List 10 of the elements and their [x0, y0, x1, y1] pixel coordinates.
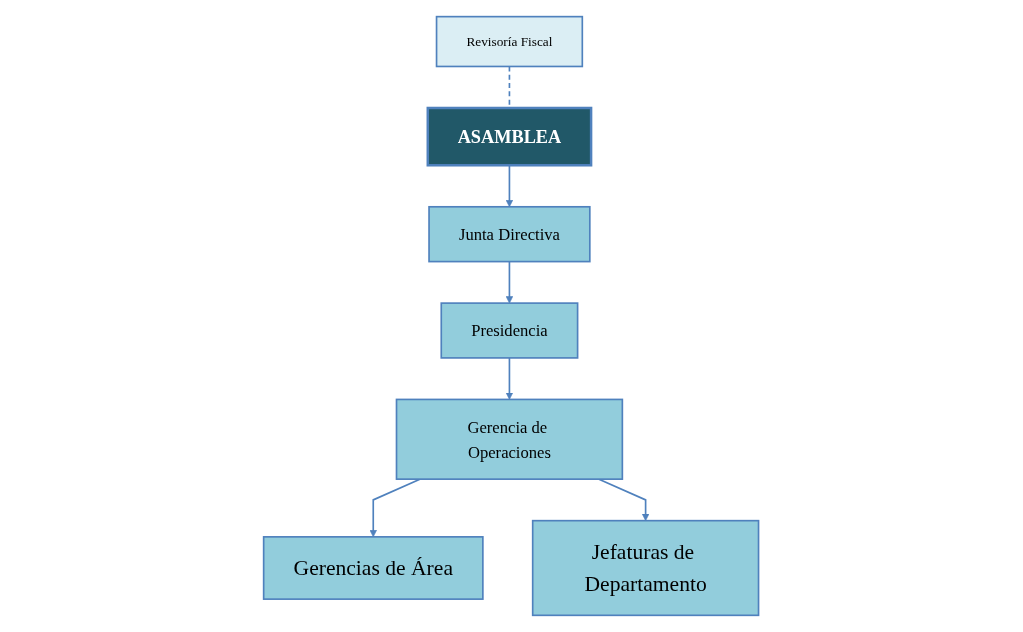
- node-box: Revisoría Fiscal: [436, 15, 584, 68]
- node-box: Presidencia: [440, 302, 579, 359]
- node-box: Gerencias de Área: [263, 536, 485, 600]
- node-box: Gerencia de Operaciones: [396, 398, 624, 480]
- arrow: [506, 260, 514, 304]
- node-box: Jefaturas de Departamento: [532, 519, 760, 617]
- arrow: [506, 357, 514, 400]
- node-box: ASAMBLEA: [426, 106, 593, 167]
- node-box: Junta Directiva: [428, 206, 592, 263]
- arrow: [598, 478, 650, 521]
